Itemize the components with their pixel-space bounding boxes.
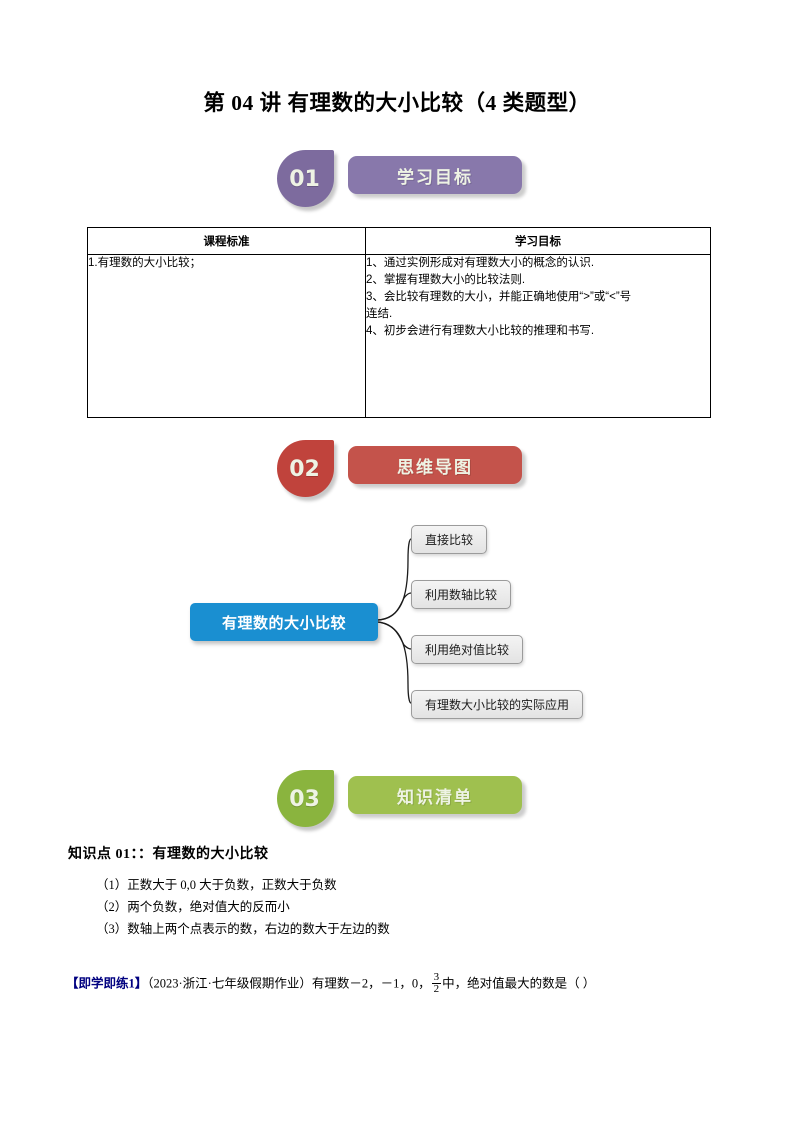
exercise-numbers: －2，－1，0， (349, 976, 431, 991)
section-badge-02: 02 (277, 440, 334, 497)
section-label-03: 知识清单 (397, 787, 473, 808)
knowledge-point-item: （2）两个负数，绝对值大的反而小 (96, 900, 290, 914)
exercise-text-after: 中，绝对值最大的数是（ ） (442, 976, 596, 991)
mindmap-branch-label: 直接比较 (425, 533, 474, 547)
objectives-table: 课程标准 学习目标 1.有理数的大小比较； 1、通过实例形成对有理数大小的概念的… (87, 227, 711, 418)
table-header-row: 课程标准 学习目标 (87, 227, 711, 255)
mindmap-branch-label: 利用数轴比较 (425, 588, 498, 602)
mindmap-root-node[interactable]: 有理数的大小比较 (190, 603, 378, 641)
objective-line: 1、通过实例形成对有理数大小的概念的认识. (366, 257, 595, 269)
fraction-numerator: 3 (433, 971, 440, 983)
section-pill-02: 思维导图 (348, 446, 522, 484)
table-row: 1.有理数的大小比较； 1、通过实例形成对有理数大小的概念的认识. 2、掌握有理… (87, 254, 711, 418)
objective-line: 3、会比较有理数的大小，并能正确地使用“>”或“<”号 (366, 291, 632, 303)
fraction-denominator: 2 (431, 983, 442, 996)
exercise-text-before: 有理数 (311, 976, 350, 991)
section-banner-03: 03 知识清单 (0, 768, 794, 830)
mindmap-branch-node[interactable]: 直接比较 (411, 525, 488, 554)
mindmap-branch-node[interactable]: 利用绝对值比较 (411, 635, 524, 664)
objective-line: 2、掌握有理数大小的比较法则. (366, 274, 526, 286)
objective-line: 连结. (366, 308, 393, 320)
section-pill-01: 学习目标 (348, 156, 522, 194)
section-banner-02: 02 思维导图 (0, 438, 794, 500)
mindmap-branch-label: 有理数大小比较的实际应用 (425, 698, 570, 712)
mindmap-branch-node[interactable]: 利用数轴比较 (411, 580, 512, 609)
section-badge-01: 01 (277, 150, 334, 207)
table-cell-objectives: 1、通过实例形成对有理数大小的概念的认识. 2、掌握有理数大小的比较法则. 3、… (365, 254, 711, 418)
section-label-02: 思维导图 (397, 457, 473, 478)
section-number-01: 01 (289, 167, 320, 192)
mindmap-root-label: 有理数的大小比较 (221, 613, 346, 632)
table-header-standard: 课程标准 (87, 227, 366, 255)
exercise-source: （2023·浙江·七年级假期作业） (147, 976, 312, 991)
section-label-01: 学习目标 (397, 167, 473, 188)
mindmap-branch-node[interactable]: 有理数大小比较的实际应用 (411, 690, 584, 719)
section-number-02: 02 (289, 457, 320, 482)
knowledge-point-heading: 知识点 01：：有理数的大小比较 (68, 847, 269, 862)
mindmap-branch-label: 利用绝对值比较 (425, 643, 510, 657)
section-pill-03: 知识清单 (348, 776, 522, 814)
table-header-objectives: 学习目标 (365, 227, 711, 255)
exercise-tag: 【即学即练1】 (66, 976, 148, 991)
table-cell-standard: 1.有理数的大小比较； (87, 254, 366, 418)
knowledge-point-item: （3）数轴上两个点表示的数，右边的数大于左边的数 (96, 922, 390, 936)
section-badge-03: 03 (277, 770, 334, 827)
section-banner-01: 01 学习目标 (0, 148, 794, 210)
page-title: 第 04 讲 有理数的大小比较（4 类题型） (203, 91, 591, 115)
section-number-03: 03 (289, 787, 320, 812)
objective-line: 4、初步会进行有理数大小比较的推理和书写. (366, 325, 595, 337)
knowledge-point-item: （1）正数大于 0,0 大于负数，正数大于负数 (96, 878, 337, 892)
